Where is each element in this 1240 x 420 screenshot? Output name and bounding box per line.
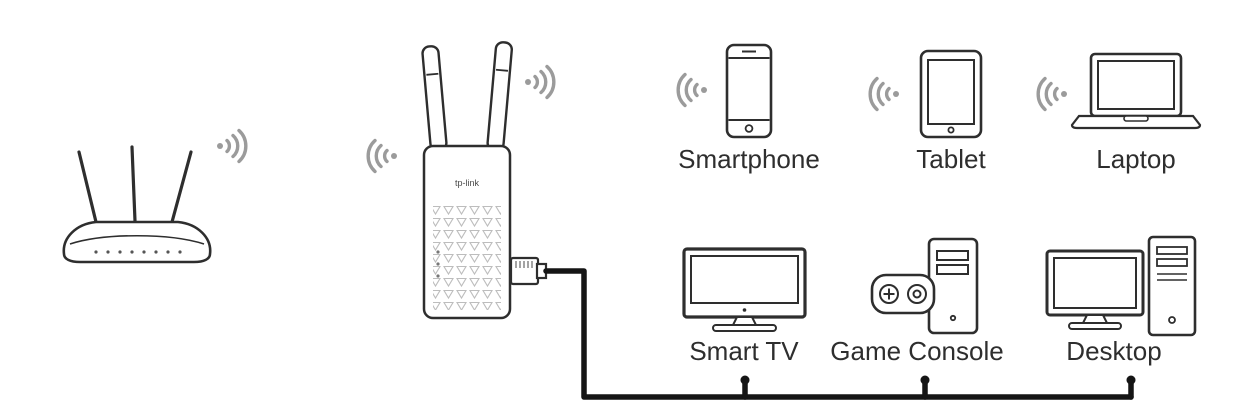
extender-led-indicators bbox=[436, 250, 440, 278]
tablet-illustration bbox=[919, 49, 983, 139]
range-extender-illustration: tp-link bbox=[421, 41, 513, 320]
laptop-wifi-signal-icon bbox=[1036, 76, 1069, 112]
extender-brand-logo: tp-link bbox=[455, 178, 480, 188]
tablet-label: Tablet bbox=[916, 144, 986, 174]
ethernet-plug-icon bbox=[509, 256, 548, 286]
desktop-label: Desktop bbox=[1066, 336, 1161, 366]
smart-tv-illustration bbox=[682, 247, 807, 332]
smartphone-label: Smartphone bbox=[678, 144, 820, 174]
router-led-dots bbox=[94, 250, 182, 254]
extender-left-antenna bbox=[421, 45, 448, 152]
laptop-label: Laptop bbox=[1096, 144, 1176, 174]
router-wifi-signal-icon bbox=[215, 128, 248, 164]
smart-tv-label: Smart TV bbox=[689, 336, 799, 366]
smartphone-wifi-signal-icon bbox=[676, 72, 709, 108]
ethernet-cable bbox=[543, 268, 1134, 400]
router-illustration bbox=[62, 145, 212, 264]
game-console-label: Game Console bbox=[830, 336, 1003, 366]
gamepad-icon bbox=[870, 273, 936, 315]
game-console-illustration bbox=[870, 237, 979, 335]
extender-left-wifi-signal-icon bbox=[366, 138, 399, 174]
cable-connector-dots bbox=[740, 375, 1136, 385]
extender-triangle-pattern bbox=[433, 204, 501, 310]
tablet-wifi-signal-icon bbox=[868, 76, 901, 112]
extender-top-wifi-signal-icon bbox=[523, 64, 556, 100]
smartphone-illustration bbox=[725, 43, 773, 139]
laptop-illustration bbox=[1070, 52, 1202, 130]
desktop-illustration bbox=[1045, 235, 1197, 337]
extender-right-antenna bbox=[486, 41, 513, 152]
